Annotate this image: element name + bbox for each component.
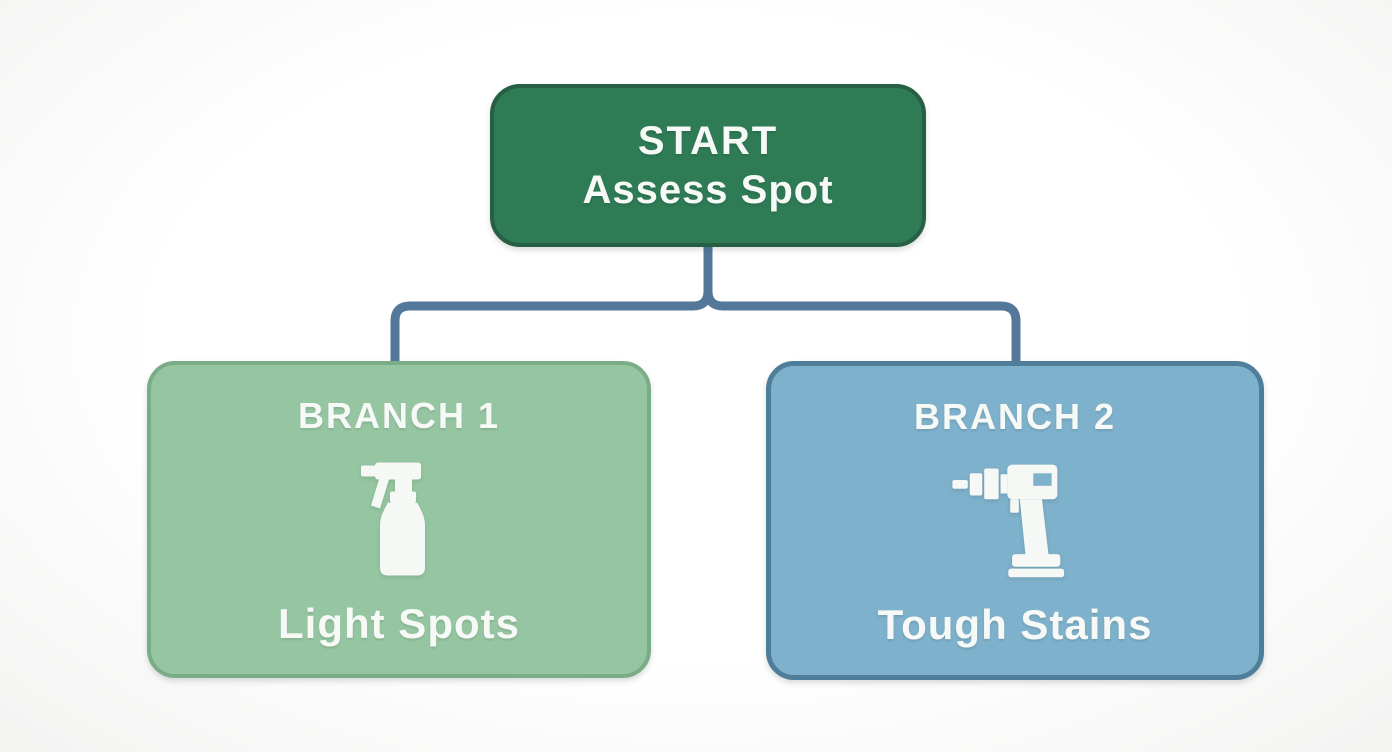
branch1-caption: Light Spots [278,600,520,647]
spray-bottle-icon [349,451,449,587]
branch1-label: BRANCH 1 [297,395,500,436]
connector-start-to-branch1 [390,246,713,363]
branch2-label: BRANCH 2 [913,396,1116,437]
drill-icon [952,452,1078,588]
connector-start-to-branch2 [703,246,1021,363]
branch2-caption: Tough Stains [877,601,1153,648]
start-title: START [637,118,779,163]
start-subtitle: Assess Spot [582,167,834,212]
branch1-node: BRANCH 1 Light Spots [147,361,651,678]
branch2-node: BRANCH 2 Tough Stains [766,361,1264,680]
start-node: START Assess Spot [490,84,926,247]
